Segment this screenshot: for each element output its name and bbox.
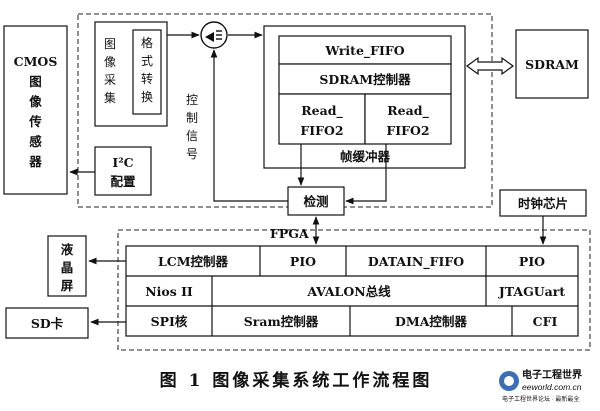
svg-text:I²C: I²C <box>112 155 133 170</box>
control-signal-label: 控 制 信 号 <box>186 93 198 161</box>
clock-chip-label: 时钟芯片 <box>518 196 568 211</box>
svg-text:像: 像 <box>29 94 42 109</box>
svg-text:集: 集 <box>104 90 116 105</box>
read-fifo-box-b <box>364 93 452 145</box>
dma-controller-label: DMA控制器 <box>395 314 467 329</box>
connector-arrows <box>69 31 547 326</box>
switch-symbol <box>200 21 228 49</box>
datain-fifo-label: DATAIN_FIFO <box>368 254 464 270</box>
svg-text:传: 传 <box>28 114 42 129</box>
svg-text:格: 格 <box>141 35 153 50</box>
svg-text:器: 器 <box>28 154 42 169</box>
svg-text:控: 控 <box>186 93 198 107</box>
cfi-label: CFI <box>533 314 558 329</box>
lcm-controller-label: LCM控制器 <box>158 254 229 269</box>
watermark-tagline: 电子工程世界论坛 · 最新最全 <box>502 395 579 403</box>
sdram-bidirectional-arrow <box>465 56 515 76</box>
svg-text:制: 制 <box>186 111 198 125</box>
svg-text:图: 图 <box>29 74 42 89</box>
svg-text:Read_: Read_ <box>387 103 429 119</box>
svg-text:液: 液 <box>61 242 74 257</box>
sdram-controller-label: SDRAM控制器 <box>319 72 411 87</box>
svg-text:晶: 晶 <box>61 260 74 275</box>
svg-text:图: 图 <box>104 37 116 51</box>
i2c-config-block: I²C 配置 <box>94 146 152 196</box>
svg-text:号: 号 <box>186 147 198 161</box>
avalon-bus-label: AVALON总线 <box>306 284 391 299</box>
nios-system-grid: LCM控制器 PIO DATAIN_FIFO PIO Nios II AVALO… <box>125 245 579 337</box>
clock-chip-block: 时钟芯片 <box>499 189 587 217</box>
pio-label-2: PIO <box>519 254 545 269</box>
pio-label-1: PIO <box>290 254 316 269</box>
sd-card-block: SD卡 <box>5 307 89 339</box>
sd-card-label: SD卡 <box>31 316 64 331</box>
svg-text:换: 换 <box>141 90 153 104</box>
svg-text:FIFO2: FIFO2 <box>300 123 343 138</box>
svg-text:Read_: Read_ <box>301 103 343 119</box>
arrow-readfifo-b-to-detect <box>345 144 387 205</box>
detect-label: 检测 <box>303 194 328 209</box>
jtag-uart-label: JTAGUart <box>498 284 565 299</box>
svg-text:屏: 屏 <box>60 278 74 293</box>
sram-controller-label: Sram控制器 <box>244 314 319 329</box>
watermark-url: eeworld.com.cn <box>522 382 582 392</box>
detect-block: 检测 <box>287 186 345 216</box>
svg-text:信: 信 <box>186 129 198 143</box>
cmos-label: CMOS <box>14 54 58 69</box>
sdram-block: SDRAM <box>515 29 589 99</box>
lcd-screen-block: 液 晶 屏 <box>47 235 87 297</box>
svg-text:感: 感 <box>29 134 42 149</box>
write-fifo-box <box>278 35 452 65</box>
fpga-label: FPGA <box>270 226 309 241</box>
eeworld-watermark: 电子工程世界 eeworld.com.cn 电子工程世界论坛 · 最新最全 <box>499 368 582 403</box>
write-fifo-label: Write_FIFO <box>324 43 404 59</box>
figure-caption: 图 1 图像采集系统工作流程图 <box>160 370 433 391</box>
sdram-label: SDRAM <box>525 57 579 72</box>
arrow-detect-to-switch <box>210 49 288 202</box>
spi-core-label: SPI核 <box>151 314 188 329</box>
svg-text:FIFO2: FIFO2 <box>386 123 429 138</box>
svg-text:配置: 配置 <box>110 174 136 189</box>
svg-text:采: 采 <box>104 73 116 87</box>
nios-label: Nios II <box>145 284 193 299</box>
frame-buffer-label: 帧缓冲器 <box>340 149 391 164</box>
watermark-logo-text: 电子工程世界 <box>522 368 582 381</box>
svg-text:转: 转 <box>141 71 153 86</box>
svg-text:式: 式 <box>141 54 153 68</box>
format-convert-block: 格 式 转 换 <box>132 29 162 115</box>
frame-buffer-block: Write_FIFO SDRAM控制器 Read_ FIFO2 Read_ FI… <box>263 25 466 169</box>
fpga-dashed-region-upper <box>77 13 493 208</box>
sdram-controller-box <box>278 63 452 95</box>
svg-text:像: 像 <box>104 55 116 69</box>
read-fifo-box-a <box>278 93 366 145</box>
fpga-dashed-region-lower <box>117 229 591 351</box>
cmos-sensor-block: CMOS 图 像 传 感 器 <box>3 25 68 195</box>
